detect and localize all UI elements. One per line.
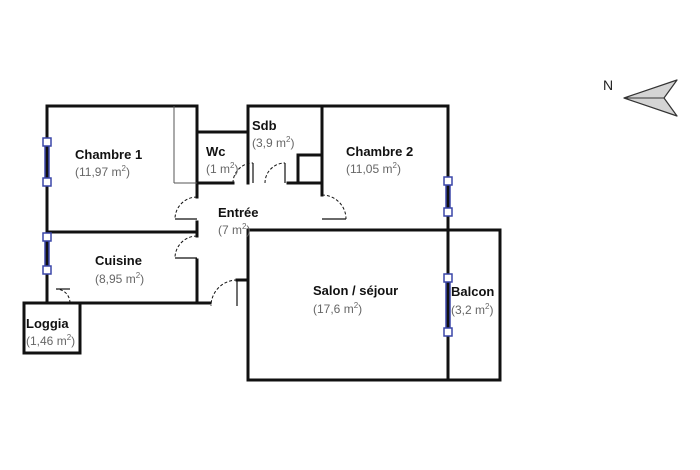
door-swing [232, 162, 254, 184]
room-cuisine: Cuisine (8,95 m2) [95, 253, 144, 286]
room-balcon: Balcon (3,2 m2) [451, 284, 494, 317]
room-name: Wc [206, 144, 226, 159]
room-area: (11,97 m2) [75, 164, 130, 179]
room-sdb: Sdb (3,9 m2) [252, 118, 294, 150]
room-area: (3,9 m2) [252, 135, 294, 150]
window [42, 137, 52, 187]
doors [55, 162, 347, 307]
room-area: (1,46 m2) [26, 333, 75, 348]
room-area: (11,05 m2) [346, 161, 401, 176]
window [42, 232, 52, 275]
room-chambre-2: Chambre 2 (11,05 m2) [346, 144, 413, 176]
door-leaves [56, 163, 346, 306]
door-swing [174, 235, 198, 259]
room-area: (1 m2) [206, 161, 238, 176]
window [443, 176, 453, 217]
door-swing [264, 162, 286, 184]
room-name: Sdb [252, 118, 277, 133]
closet [173, 106, 197, 184]
room-name: Loggia [26, 316, 69, 331]
door-swing [321, 194, 347, 220]
door-swing [210, 279, 238, 307]
window [443, 273, 453, 337]
room-salon-sejour: Salon / séjour (17,6 m2) [313, 283, 398, 316]
windows [42, 137, 453, 337]
room-chambre-1: Chambre 1 (11,97 m2) [75, 147, 142, 179]
room-name: Entrée [218, 205, 258, 220]
room-loggia: Loggia (1,46 m2) [26, 316, 75, 348]
room-area: (8,95 m2) [95, 271, 144, 286]
room-area: (7 m2) [218, 222, 250, 237]
room-entree: Entrée (7 m2) [218, 205, 258, 237]
north-arrow-icon [623, 79, 678, 117]
room-area: (3,2 m2) [451, 302, 493, 317]
door-swing [174, 196, 198, 220]
room-name: Balcon [451, 284, 494, 299]
room-wc: Wc (1 m2) [206, 144, 238, 176]
room-name: Chambre 2 [346, 144, 413, 159]
north-label: N [603, 77, 613, 93]
room-name: Cuisine [95, 253, 142, 268]
room-area: (17,6 m2) [313, 301, 362, 316]
walls [22, 104, 502, 382]
room-name: Chambre 1 [75, 147, 142, 162]
door-swing [55, 288, 71, 304]
room-name: Salon / séjour [313, 283, 398, 298]
